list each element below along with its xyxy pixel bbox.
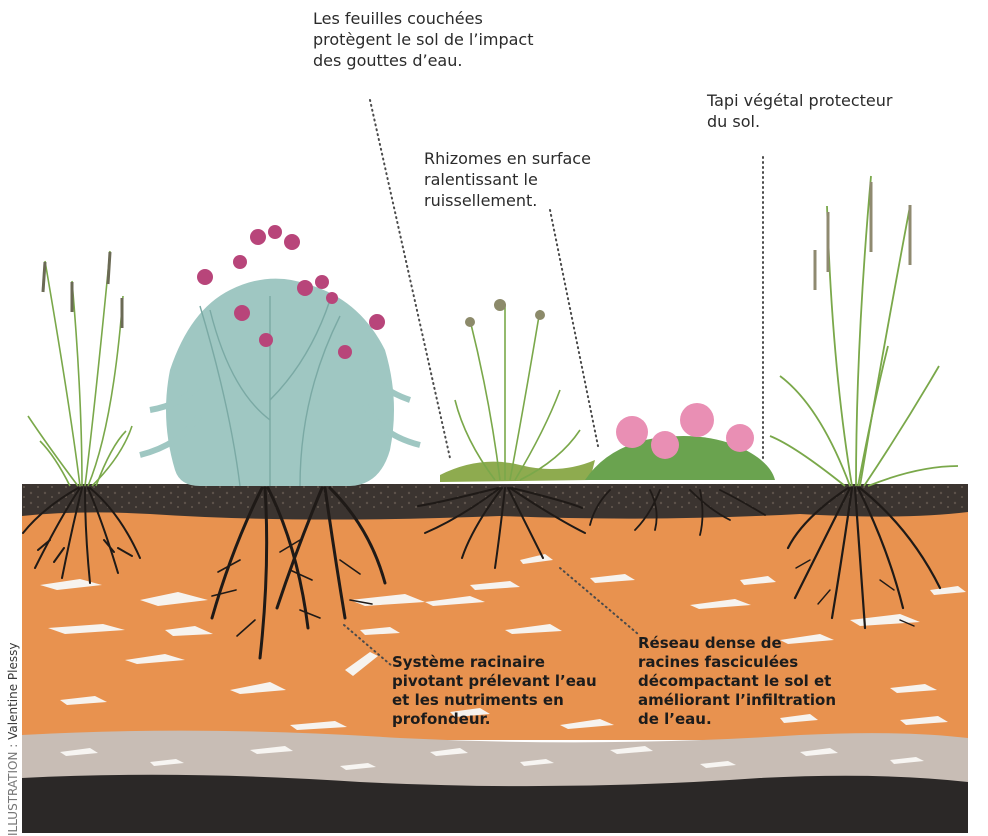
credit-prefix: ILLUSTRATION : <box>6 740 20 836</box>
label-taproot: Système racinaire pivotant prélevant l’e… <box>392 653 597 729</box>
thistle <box>140 225 420 486</box>
label-line: pivotant prélevant l’eau <box>392 672 597 691</box>
label-line: ruissellement. <box>424 190 591 211</box>
label-line: protègent le sol de l’impact <box>313 29 534 50</box>
label-line: et les nutriments en <box>392 691 597 710</box>
label-line: Rhizomes en surface <box>424 148 591 169</box>
label-line: ralentissant le <box>424 169 591 190</box>
grass-tuft-right <box>770 176 958 486</box>
label-line: racines fasciculées <box>638 653 836 672</box>
label-cover: Tapi végétal protecteur du sol. <box>707 90 892 132</box>
label-line: des gouttes d’eau. <box>313 50 534 71</box>
label-line: de l’eau. <box>638 710 836 729</box>
label-line: Système racinaire <box>392 653 597 672</box>
grass-tuft-left <box>28 251 132 486</box>
label-leaves: Les feuilles couchées protègent le sol d… <box>313 8 534 71</box>
label-line: Réseau dense de <box>638 634 836 653</box>
label-rhizomes: Rhizomes en surface ralentissant le ruis… <box>424 148 591 211</box>
label-line: Tapi végétal protecteur <box>707 90 892 111</box>
grass-center <box>440 299 595 482</box>
clover <box>585 403 775 480</box>
label-line: profondeur. <box>392 710 597 729</box>
illustration-credit: ILLUSTRATION : Valentine Plessy <box>6 666 24 836</box>
label-line: décompactant le sol et <box>638 672 836 691</box>
label-fibrous: Réseau dense de racines fasciculées déco… <box>638 634 836 729</box>
label-line: du sol. <box>707 111 892 132</box>
label-line: Les feuilles couchées <box>313 8 534 29</box>
plants <box>28 176 958 486</box>
leader-rhizomes <box>550 210 598 446</box>
credit-author: Valentine Plessy <box>6 643 20 740</box>
label-line: améliorant l’infiltration <box>638 691 836 710</box>
